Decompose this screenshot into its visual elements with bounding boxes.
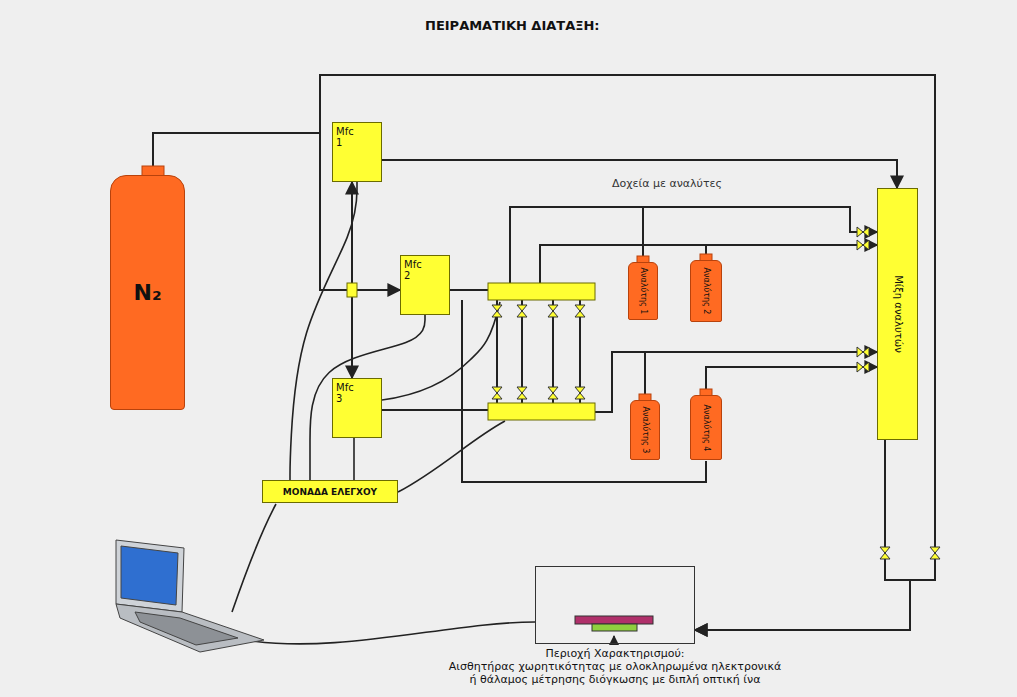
valve <box>517 387 527 399</box>
manifold-pipe <box>497 300 580 403</box>
manifold <box>488 283 595 300</box>
valve <box>857 227 869 237</box>
valve <box>575 387 585 399</box>
sensor-substrate <box>592 624 637 631</box>
valve <box>575 305 585 317</box>
node-label: Αναλύτης 1 <box>639 268 648 315</box>
gas-line <box>706 367 877 395</box>
analyte-bottle: Αναλύτης 2 <box>690 260 722 322</box>
control-wire <box>310 315 425 480</box>
laptop-lid <box>116 540 184 612</box>
valve <box>492 305 502 317</box>
laptop-screen <box>121 546 178 605</box>
note-label: Δοχεία με αναλύτες <box>612 177 722 190</box>
analyte-bottle: Αναλύτης 4 <box>690 395 722 460</box>
manifold <box>488 403 595 420</box>
valve <box>930 547 940 559</box>
node-label: N₂ <box>133 280 161 305</box>
gas-line <box>645 352 877 400</box>
sensor-chip <box>575 616 653 624</box>
control-wire <box>353 438 355 480</box>
junction <box>347 283 357 297</box>
node-label: Mfc 2 <box>401 256 428 281</box>
region-heading: Περιοχή Χαρακτηρισμού: <box>445 647 785 660</box>
node-label: Αναλύτης 2 <box>702 268 711 315</box>
control-wire <box>382 302 500 400</box>
valve <box>857 362 869 372</box>
laptop-base <box>116 604 264 652</box>
analyte-bottle: Αναλύτης 1 <box>628 262 658 320</box>
connectors <box>153 75 935 630</box>
gas-line <box>695 440 910 630</box>
characterization-area: Περιοχή Χαρακτηρισμού:Αισθητήρας χωρητικ… <box>445 566 785 688</box>
title: ΠΕΙΡΑΜΑΤΙΚΗ ΔΙΑΤΑΞΗ: <box>425 18 600 33</box>
gas-pipe <box>382 409 488 411</box>
node-label: Μίξη αναλυτών <box>892 275 903 353</box>
valve <box>880 547 890 559</box>
valve <box>857 347 869 357</box>
node-label: Αναλύτης 3 <box>641 407 650 454</box>
node-label: ΜΟΝΑΔΑ ΕΛΕΓΧΟΥ <box>283 487 377 497</box>
gas-line <box>706 245 877 260</box>
valve <box>548 305 558 317</box>
valve <box>517 305 527 317</box>
layout <box>116 166 940 652</box>
laptop <box>116 540 264 652</box>
region-caption: Αισθητήρας χωρητικότητας με ολοκληρωμένα… <box>445 660 785 686</box>
region-frame <box>535 566 695 644</box>
flow-controller: Mfc 1 <box>332 122 382 182</box>
gas-line <box>643 207 877 262</box>
flow-controller: Mfc 3 <box>332 378 382 438</box>
valve <box>492 387 502 399</box>
valve <box>857 240 869 250</box>
data-cable <box>232 504 276 612</box>
node-label: Mfc 1 <box>333 123 360 148</box>
gas-pipe <box>540 245 705 283</box>
gas-cylinder: N₂ <box>110 175 185 410</box>
data-cable <box>245 622 535 644</box>
gas-pipe <box>462 300 706 482</box>
sensor-arrow <box>613 636 615 641</box>
node-label: Αναλύτης 4 <box>702 404 711 451</box>
node-label: Mfc 3 <box>333 379 360 404</box>
valve <box>548 387 558 399</box>
analyte-bottle: Αναλύτης 3 <box>630 400 660 460</box>
mixing-chamber: Μίξη αναλυτών <box>877 188 918 440</box>
control-wire <box>398 421 505 492</box>
laptop-keyboard <box>135 612 238 645</box>
flow-controller: Mfc 2 <box>400 255 450 315</box>
gas-pipe <box>450 289 488 291</box>
gas-line <box>153 75 935 630</box>
control-unit: ΜΟΝΑΔΑ ΕΛΕΓΧΟΥ <box>262 480 398 503</box>
